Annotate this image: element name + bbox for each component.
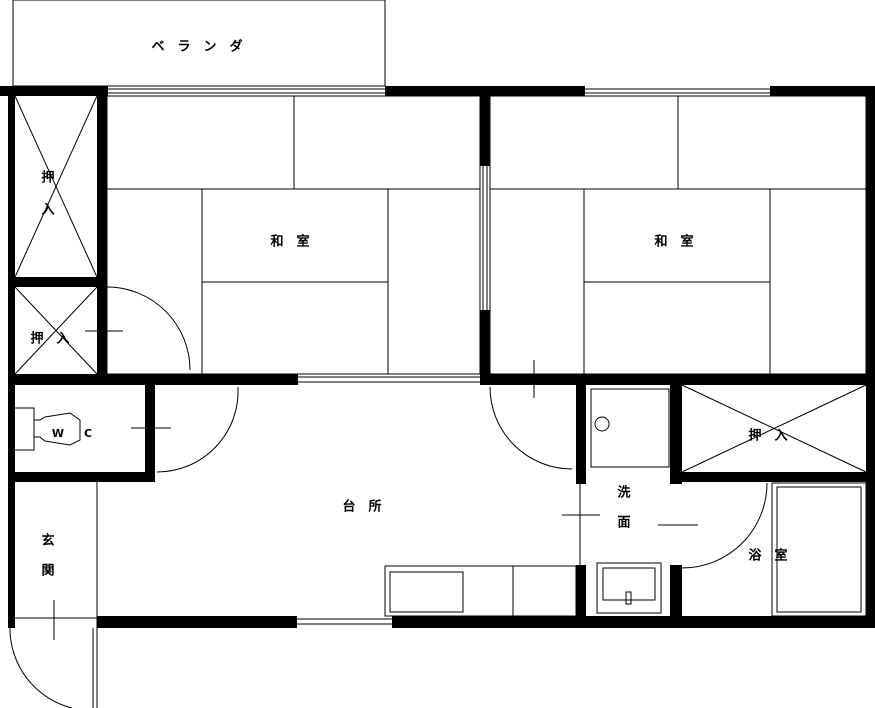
kitchen-counter [384,565,577,617]
label-closet-top-left-2: 入 [41,203,54,218]
label-kitchen: 台 所 [342,499,381,515]
label-senmen-1: 洗 [617,485,630,501]
label-genkan-2: 関 [41,564,54,579]
tatami-right [489,95,867,375]
label-wc-w: W [52,427,64,440]
label-wc-c: C [84,427,92,440]
entrance-door[interactable] [9,600,97,708]
closet-mid-left [14,286,191,375]
closet-top-left [14,95,98,278]
label-closet-mid-left: 押 入 [30,331,69,347]
label-closet-right: 押 入 [748,428,787,444]
windows [108,88,770,625]
kitchen-door [489,360,600,516]
toilet-icon [12,407,81,451]
wc-door [131,386,239,473]
tatami-left [106,95,481,375]
veranda-outline [12,0,386,87]
label-veranda: ベ ラ ン ダ [151,39,242,55]
label-closet-top-left-1: 押 [41,170,54,186]
bath-door [658,482,768,569]
label-washitsu-right: 和 室 [654,234,693,250]
sink-icon [596,562,662,614]
label-senmen-2: 面 [617,516,630,531]
washing-machine-area [590,388,670,468]
walls [0,86,875,628]
label-washitsu-left: 和 室 [270,234,309,250]
drain-icon [594,416,610,432]
label-genkan-1: 玄 [41,533,54,549]
label-bath: 浴 室 [748,548,787,564]
closet-right [681,384,867,473]
bathtub [771,482,867,617]
